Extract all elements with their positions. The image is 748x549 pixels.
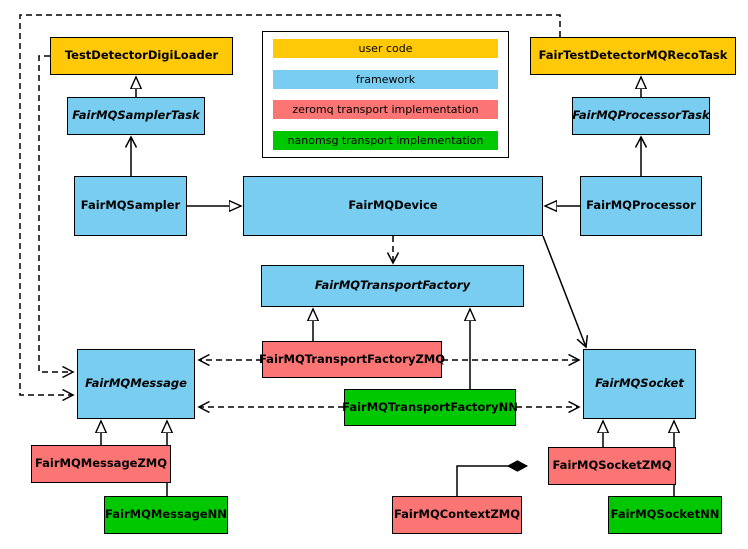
class-box-fairmqmessage[interactable]: FairMQMessage bbox=[77, 349, 195, 419]
class-box-fairmqprocessortask[interactable]: FairMQProcessorTask bbox=[572, 97, 710, 135]
class-box-fairmqtransportfactoryzmq[interactable]: FairMQTransportFactoryZMQ bbox=[259, 341, 445, 378]
legend-row-nanomsg: nanomsg transport implementation bbox=[273, 130, 498, 150]
class-box-fairmqsampler[interactable]: FairMQSampler bbox=[74, 176, 187, 236]
legend-row-framework: framework bbox=[273, 69, 498, 89]
class-box-testdetectordigiloader[interactable]: TestDetectorDigiLoader bbox=[50, 37, 233, 75]
class-box-fairmqsocketzmq[interactable]: FairMQSocketZMQ bbox=[548, 447, 676, 485]
legend-label-zeromq: zeromq transport implementation bbox=[292, 103, 479, 117]
class-box-fairmqdevice[interactable]: FairMQDevice bbox=[243, 176, 543, 236]
class-box-fairmqcontextzmq[interactable]: FairMQContextZMQ bbox=[392, 496, 522, 534]
legend-label-user-code: user code bbox=[358, 42, 413, 55]
class-box-fairmqsocketnn[interactable]: FairMQSocketNN bbox=[608, 496, 722, 534]
class-box-fairmqsamplertask[interactable]: FairMQSamplerTask bbox=[67, 97, 205, 135]
class-box-fairmqmessagezmq[interactable]: FairMQMessageZMQ bbox=[31, 445, 171, 483]
legend-label-nanomsg: nanomsg transport implementation bbox=[287, 133, 484, 147]
class-box-fairmqprocessor[interactable]: FairMQProcessor bbox=[580, 176, 702, 236]
class-box-fairtestdetectormqrecotask[interactable]: FairTestDetectorMQRecoTask bbox=[530, 37, 736, 75]
class-box-fairmqtransportfactory[interactable]: FairMQTransportFactory bbox=[261, 265, 524, 307]
legend-row-user-code: user code bbox=[273, 39, 498, 58]
class-box-fairmqsocket[interactable]: FairMQSocket bbox=[583, 349, 696, 419]
legend-label-framework: framework bbox=[355, 72, 416, 86]
edge-device-to-socket bbox=[542, 235, 586, 347]
legend-row-zeromq: zeromq transport implementation bbox=[273, 100, 498, 120]
class-box-fairmqtransportfactorynn[interactable]: FairMQTransportFactoryNN bbox=[342, 389, 518, 426]
class-box-fairmqmessagenn[interactable]: FairMQMessageNN bbox=[104, 496, 228, 534]
edge-socketzmq-composition-contextzmq bbox=[456, 466, 527, 496]
legend-box: user code framework zeromq transport imp… bbox=[262, 31, 509, 158]
